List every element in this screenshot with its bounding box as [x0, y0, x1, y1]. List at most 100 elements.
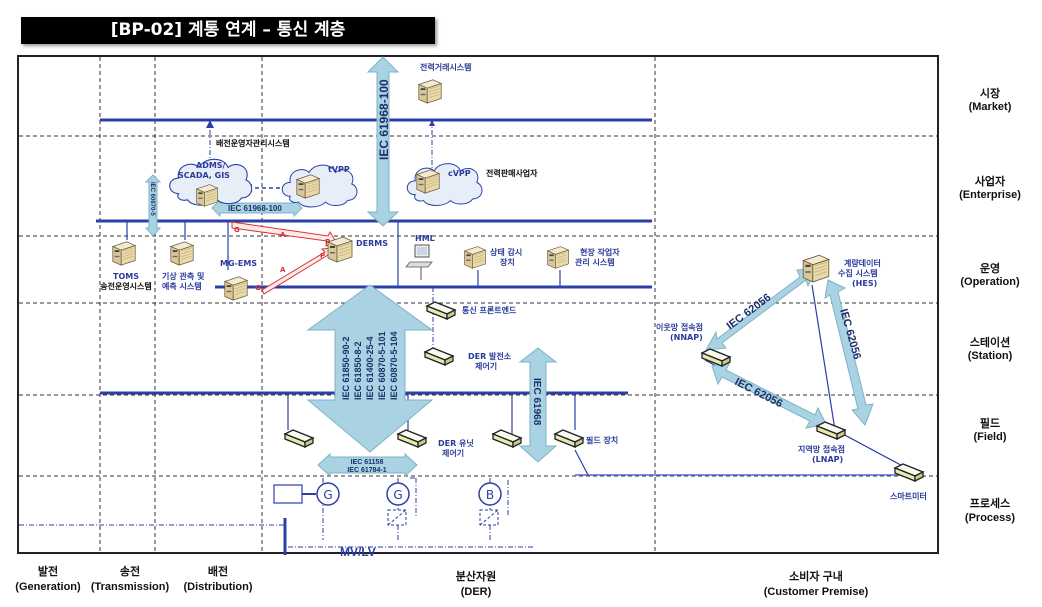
red-label: G — [255, 284, 261, 292]
weather-server-icon[interactable] — [170, 241, 194, 266]
iec62056-arrow-hes-lnap — [824, 279, 874, 426]
mgems-label: MG-EMS — [220, 259, 257, 268]
level-station-ko: 스테이션 — [970, 335, 1010, 349]
domain-der-en: (DER) — [461, 586, 492, 598]
field-device-icon-2[interactable] — [554, 429, 584, 448]
nnap-device-icon[interactable] — [701, 348, 731, 367]
iec61158-label: IEC 61158 — [351, 459, 384, 466]
red-label: P — [320, 252, 325, 260]
smart-meter-label: 스마트미터 — [890, 491, 927, 501]
der-unit-label-2: 제어기 — [442, 448, 464, 458]
level-market-ko: 시장 — [980, 86, 1000, 100]
monitor-label-2: 장치 — [500, 257, 515, 267]
hes-label-1: 계량데이터 — [844, 258, 881, 268]
iec61850-group-arrow — [306, 284, 434, 453]
lnap-device-icon[interactable] — [816, 421, 846, 440]
der-plant-label-1: DER 발전소 — [468, 351, 512, 361]
level-operation-en: (Operation) — [960, 276, 1020, 288]
red-label: A — [280, 266, 286, 274]
inverter-icons — [387, 509, 499, 526]
iec60870-5-arrow — [144, 174, 162, 237]
workforce-server-icon[interactable] — [547, 246, 569, 269]
battery-icon[interactable] — [478, 482, 502, 506]
level-field-ko: 필드 — [980, 416, 1000, 430]
prime-mover-icon — [273, 484, 303, 504]
domain-separators — [99, 57, 656, 552]
red-label: A — [280, 231, 286, 239]
adms-label-2: SCADA, GIS — [178, 171, 230, 180]
lnap-label-2: (LNAP) — [812, 455, 843, 464]
arrowhead — [206, 120, 214, 128]
level-enterprise-en: (Enterprise) — [959, 189, 1021, 201]
generator-icon-2[interactable] — [386, 482, 410, 506]
hes-server-icon[interactable] — [802, 254, 830, 283]
iec61158-arrow — [317, 452, 418, 478]
std-label: IEC 60870-5-104 — [389, 331, 399, 400]
retailer-label: 전력판매사업자 — [486, 168, 538, 178]
der-plant-label-2: 제어기 — [475, 361, 497, 371]
iec61784-label: IEC 61784-1 — [347, 467, 386, 474]
mvlv-label: MV/LV — [340, 545, 376, 559]
domain-der-ko: 분산자원 — [456, 569, 496, 583]
nnap-label-2: (NNAP) — [670, 333, 703, 342]
std-label: IEC 61400-25-4 — [365, 336, 375, 400]
iec61850-group-labels: IEC 61850-90-2 IEC 61850-8-2 IEC 61400-2… — [341, 331, 399, 400]
mgems-server-icon[interactable] — [224, 276, 248, 301]
level-operation-ko: 운영 — [980, 262, 1000, 275]
level-process-en: (Process) — [965, 512, 1015, 524]
level-labels: 시장 (Market) 사업자 (Enterprise) 운영 (Operati… — [959, 86, 1021, 524]
monitor-label-1: 상태 감시 — [490, 247, 522, 257]
battery-label: B — [486, 488, 494, 502]
page-title: [BP-02] 계통 연계 – 통신 계층 — [21, 17, 435, 44]
std-label: IEC 61850-8-2 — [353, 341, 363, 400]
derms-server-icon[interactable] — [327, 236, 353, 263]
trading-system-server-icon[interactable] — [418, 79, 442, 104]
iec61968-label: IEC 61968 — [531, 378, 542, 426]
level-separators — [19, 135, 937, 477]
comm-frontend-device-icon[interactable] — [426, 301, 456, 320]
domain-transmission-ko: 송전 — [120, 564, 140, 578]
hml-computer-icon[interactable] — [405, 244, 433, 280]
workforce-label-1: 현장 작업자 — [580, 247, 620, 257]
hml-label: HML — [415, 234, 435, 243]
monitor-server-icon[interactable] — [464, 246, 486, 269]
der-unit-device-icon-1[interactable] — [284, 429, 314, 448]
generator-label-1: G — [323, 488, 332, 502]
level-enterprise-ko: 사업자 — [975, 174, 1006, 188]
hes-label-2: 수집 시스템 — [838, 268, 878, 278]
domain-distribution-en: (Distribution) — [183, 581, 252, 593]
cvpp-label: cVPP — [448, 169, 471, 178]
der-unit-device-icon-2[interactable] — [397, 429, 427, 448]
std-label: IEC 60870-5-101 — [377, 331, 387, 400]
cvpp-server-icon[interactable] — [416, 169, 440, 194]
iec61968-100-vertical-arrow — [366, 56, 400, 227]
level-process-ko: 프로세스 — [970, 496, 1010, 510]
domain-customer-en: (Customer Premise) — [764, 586, 869, 598]
std-label: IEC 61850-90-2 — [341, 336, 351, 400]
derms-label: DERMS — [356, 239, 388, 248]
lnap-label-1: 지역망 접속점 — [798, 444, 845, 454]
iec61968-100-vertical-label: IEC 61968-100 — [377, 79, 391, 160]
adms-server-icon[interactable] — [196, 184, 218, 207]
generator-icon-1[interactable] — [316, 482, 340, 506]
hes-label-3: (HES) — [852, 279, 877, 288]
weather-label-1: 기상 관측 및 — [162, 271, 204, 281]
smart-meter-device-icon[interactable] — [894, 463, 924, 482]
domain-labels: 발전 (Generation) 송전 (Transmission) 배전 (Di… — [15, 564, 868, 598]
iec62056-label-a: IEC 62056 — [725, 292, 774, 333]
domain-generation-ko: 발전 — [38, 564, 58, 578]
der-plant-controller-device-icon[interactable] — [424, 347, 454, 366]
field-device-icon-1[interactable] — [492, 429, 522, 448]
weather-label-2: 예측 시스템 — [162, 281, 202, 291]
arrowhead — [429, 120, 435, 126]
nnap-label-1: 이웃망 접속점 — [656, 322, 703, 332]
dso-mgmt-label: 배전운영자관리시스템 — [216, 138, 290, 148]
level-station-en: (Station) — [968, 350, 1013, 362]
toms-label: TOMS — [113, 272, 139, 281]
tvpp-server-icon[interactable] — [296, 174, 320, 199]
domain-customer-ko: 소비자 구내 — [789, 569, 843, 583]
domain-distribution-ko: 배전 — [208, 564, 228, 578]
toms-server-icon[interactable] — [112, 241, 136, 266]
level-market-en: (Market) — [969, 101, 1012, 113]
